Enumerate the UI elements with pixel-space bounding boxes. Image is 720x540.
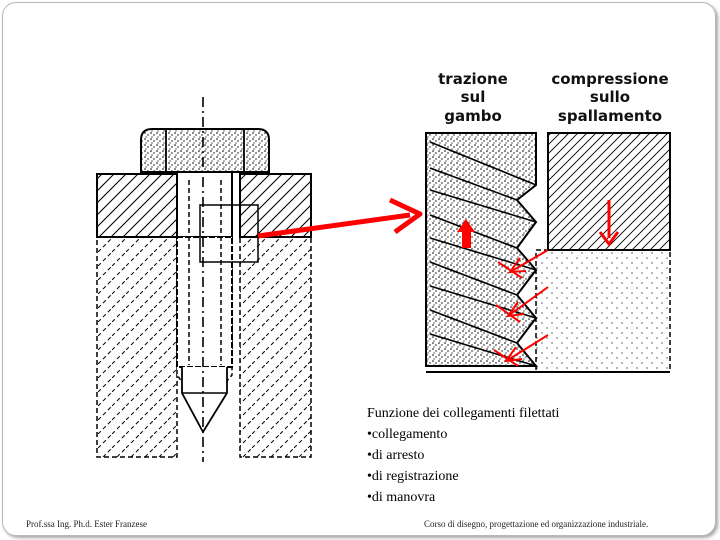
contact-force-arrows [493,249,549,367]
caption-block: Funzione dei collegamenti filettati coll… [367,403,559,508]
caption-item-label: di registrazione [371,469,459,484]
label-compression-1: compressione [551,70,668,88]
tension-arrow [457,219,475,248]
label-tension-1: trazione [438,70,508,88]
caption-title: Funzione dei collegamenti filettati [367,406,560,421]
bolt-assembly [96,97,312,462]
caption-item-collegamento: collegamento [367,424,559,445]
label-tension-2: sul [461,88,486,106]
caption-item-manovra: di manovra [367,487,559,508]
caption-item-label: di arresto [371,448,425,463]
label-tension-3: gambo [444,107,502,125]
caption-item-label: collegamento [371,427,448,442]
label-compression-3: spallamento [558,107,662,125]
compression-arrow [598,200,620,247]
caption-item-registrazione: di registrazione [367,466,559,487]
footer-author: Prof.ssa Ing. Ph.d. Ester Franzese [26,519,147,529]
detail-arrow [257,197,423,239]
thread-detail: trazione sul gambo compressione sullo sp… [425,70,671,373]
caption-item-label: di manovra [371,490,436,505]
label-compression-2: sullo [590,88,630,106]
caption-item-arresto: di arresto [367,445,559,466]
footer-course: Corso di disegno, progettazione ed organ… [424,519,649,529]
